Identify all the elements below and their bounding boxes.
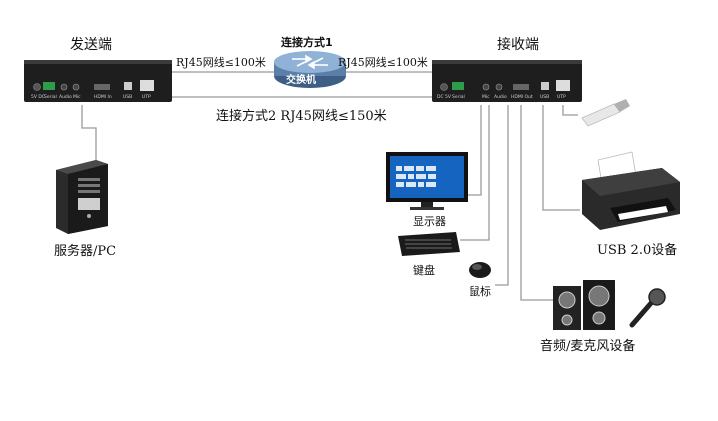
hdmi-in-port (94, 84, 110, 90)
serial-port (452, 82, 464, 90)
mouse-icon (469, 262, 491, 278)
mic-port (72, 83, 80, 91)
microphone-icon (629, 288, 666, 328)
audio-port (495, 83, 503, 91)
utp-port (140, 80, 154, 91)
sender-port-usb-label: USB (123, 94, 132, 100)
switch-icon (274, 51, 346, 88)
sender-port-power-label: 5V DC (31, 94, 45, 100)
receiver-port-mic-label: Mic (482, 94, 490, 100)
mouse-label: 鼠标 (469, 285, 491, 298)
keyboard-label: 键盘 (413, 264, 435, 277)
connection1-title: 连接方式1 (281, 36, 333, 49)
cable-to-audio (520, 105, 555, 301)
sender-port-mic-label: Mic (73, 94, 81, 100)
sender-port-hdmi-label: HDMI In (94, 94, 112, 100)
switch-label: 交换机 (286, 75, 316, 86)
sender-title: 发送端 (70, 37, 112, 53)
right-cable-label: RJ45网线≤100米 (338, 56, 428, 69)
cable-to-mouse (495, 105, 509, 286)
receiver-port-hdmi-label: HDMI Out (511, 94, 533, 100)
server-pc-icon (56, 160, 108, 234)
sender-device: 5V DC Serial Audio Mic HDMI In USB UTP (24, 60, 172, 102)
receiver-port-usb-label: USB (540, 94, 549, 100)
usb-port (541, 82, 549, 90)
serial-port (43, 82, 55, 90)
speaker-icon (553, 280, 615, 330)
receiver-port-audio-label: Audio (494, 94, 507, 100)
receiver-port-power-label: DC 5V (437, 94, 452, 100)
cable-sender-to-pc (81, 105, 97, 160)
receiver-device: DC 5V Serial Mic Audio HDMI Out USB UTP (432, 60, 582, 102)
cable-to-monitor (468, 105, 482, 196)
audio-label: 音频/麦克风设备 (540, 339, 636, 354)
sender-port-serial-label: Serial (44, 94, 57, 100)
printer-label: USB 2.0设备 (597, 243, 678, 258)
audio-port (60, 83, 68, 91)
server-label: 服务器/PC (54, 244, 117, 259)
left-cable-label: RJ45网线≤100米 (176, 56, 266, 69)
connection2-label: 连接方式2 RJ45网线≤150米 (216, 109, 387, 124)
sender-port-audio-label: Audio (59, 94, 72, 100)
utp-port (556, 80, 570, 91)
receiver-port-utp-label: UTP (557, 94, 566, 100)
cable-to-usb-stick (562, 105, 578, 116)
power-port (440, 83, 448, 91)
printer-icon (582, 151, 680, 230)
sender-port-utp-label: UTP (142, 94, 151, 100)
power-port (33, 83, 41, 91)
mic-port (482, 83, 490, 91)
cable-to-printer (542, 105, 580, 211)
keyboard-icon (398, 232, 460, 256)
connection-lines (81, 71, 580, 301)
receiver-title: 接收端 (497, 37, 539, 53)
cable-to-keyboard (460, 105, 490, 241)
usb-port (124, 82, 132, 90)
hdmi-out-port (513, 84, 529, 90)
monitor-label: 显示器 (413, 215, 446, 228)
receiver-port-serial-label: Serial (452, 94, 465, 100)
usb-stick-icon (581, 99, 630, 127)
monitor-icon (386, 152, 468, 210)
